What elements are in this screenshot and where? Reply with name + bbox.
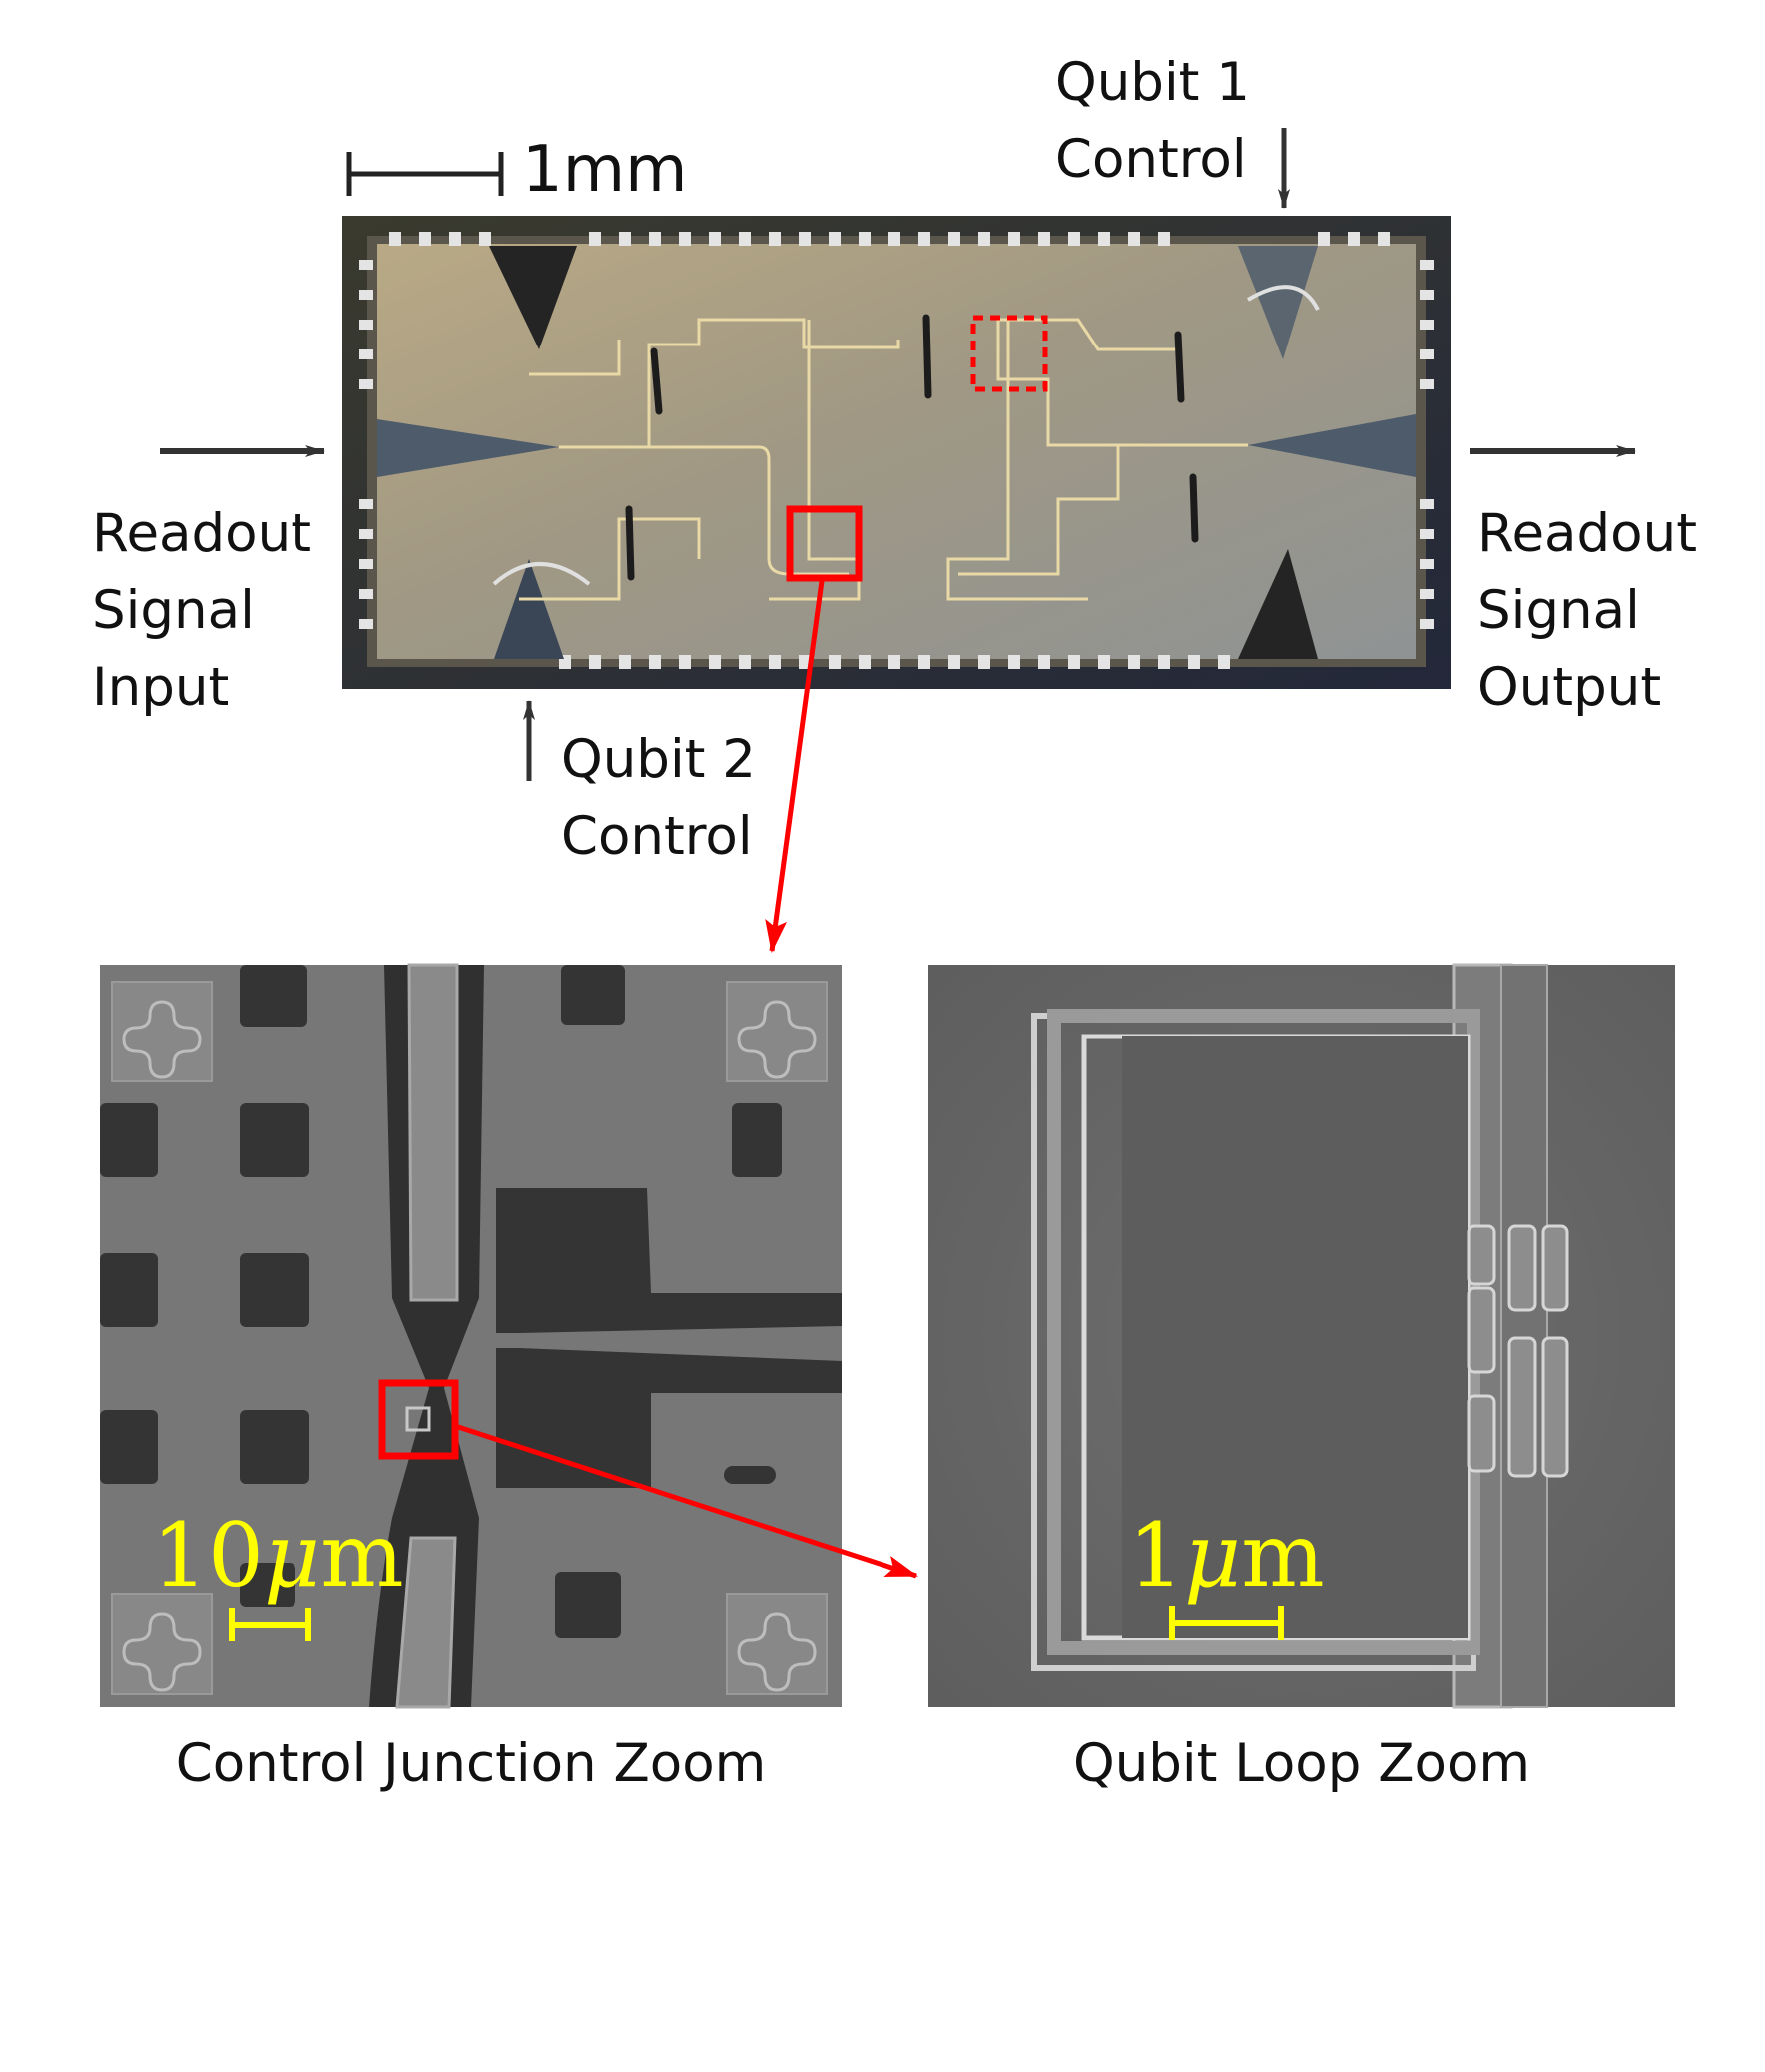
scale-1um-number: 1 (1128, 1504, 1184, 1607)
control-junction-marker (786, 505, 863, 582)
lower-right-void (496, 1348, 842, 1488)
readout-output-label: Readout Signal Output (1477, 503, 1697, 718)
input-launch-taper (377, 419, 559, 477)
qubit2-control-label: Qubit 2 Control (561, 729, 757, 867)
scale-10um-number: 10 (152, 1504, 264, 1607)
scale-bar-1um (1169, 1606, 1284, 1640)
zoom-arrow-junction-to-loop (454, 1423, 919, 1579)
caption-control-junction-zoom: Control Junction Zoom (175, 1733, 767, 1794)
qubit-junctions (1467, 1224, 1569, 1478)
upper-right-void (496, 1188, 842, 1333)
chip-bond-wires (625, 314, 1199, 581)
readout-input-label: Readout Signal Input (92, 503, 311, 718)
scale-1um-unit: m (1241, 1504, 1325, 1607)
junction-loop (405, 1406, 431, 1432)
upper-control-trace (407, 963, 459, 1302)
scale-label-1um: 1μm (1128, 1508, 1325, 1604)
scale-10um-mu: μ (263, 1504, 321, 1607)
scale-bar-10um (229, 1608, 311, 1641)
caption-qubit-loop-zoom: Qubit Loop Zoom (1072, 1733, 1531, 1794)
sem-holes (100, 965, 782, 1638)
zoom-arrow-chip-to-junction (765, 580, 825, 954)
output-launch-taper (1248, 414, 1416, 477)
top-right-pad (1238, 246, 1318, 359)
scale-label-1mm: 1mm (522, 133, 688, 207)
control-junction-sem (100, 963, 842, 1709)
chip-photo (342, 216, 1451, 689)
top-right-wire (1246, 285, 1320, 311)
qubit-loop-sem (928, 963, 1675, 1709)
bottom-left-wire (492, 562, 591, 586)
bottom-left-pad (494, 559, 564, 659)
qubit-loop-marker (970, 315, 1048, 392)
scale-10um-unit: m (320, 1504, 404, 1607)
scale-bar-1mm (346, 152, 504, 196)
qubit1-control-label: Qubit 1 Control (1055, 52, 1251, 190)
alignment-marks (111, 981, 828, 1695)
bottom-right-pad (1238, 549, 1318, 659)
scale-1um-mu: μ (1184, 1504, 1242, 1607)
lower-control-trace (395, 1536, 457, 1709)
chip-bond-pads (359, 232, 1434, 669)
junction-zoom-marker (378, 1379, 459, 1460)
top-left-pad (489, 246, 577, 349)
scale-label-10um: 10μm (152, 1508, 404, 1604)
